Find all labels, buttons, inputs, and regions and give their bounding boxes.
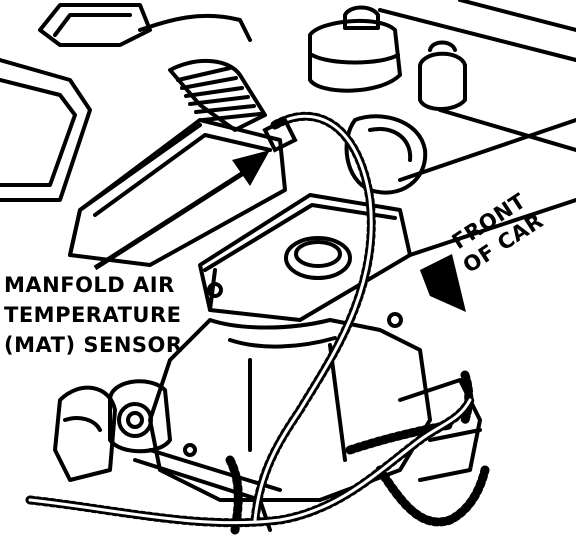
master-cylinder <box>308 18 402 93</box>
oil-filler-cap <box>284 236 352 280</box>
throttle-bore <box>117 402 153 438</box>
firewall-line-3 <box>458 0 576 32</box>
bolt-3 <box>183 443 197 457</box>
right-manifold-edge <box>428 428 482 442</box>
brake-booster <box>344 114 428 195</box>
callout-line-3: (MAT) SENSOR <box>4 333 183 357</box>
mat-sensor-connector <box>262 117 298 153</box>
left-fender-inner <box>0 78 77 187</box>
bolt-1 <box>207 282 223 298</box>
mat-pointer-arrow <box>93 150 270 271</box>
bolt-2 <box>387 312 403 328</box>
left-fender <box>0 58 92 202</box>
reservoir-right <box>418 51 467 111</box>
left-lower-detail <box>63 416 102 432</box>
oil-filler-cap-inner <box>294 240 342 268</box>
throttle-bore-inner <box>126 411 144 429</box>
upper-left-bracket-inner <box>53 13 132 37</box>
plenum-front-face <box>208 268 217 312</box>
reservoir-right-cap <box>428 40 457 52</box>
booster-ring <box>368 127 413 162</box>
engine-body <box>148 318 432 502</box>
engine-body-ridge-1 <box>228 336 337 349</box>
left-lower-block <box>53 385 117 482</box>
upper-left-bracket <box>38 3 152 47</box>
right-rail <box>398 118 576 182</box>
right-rail-2 <box>408 198 576 257</box>
mat-sensor-callout: MANFOLD AIR TEMPERATURE (MAT) SENSOR <box>4 270 183 360</box>
master-cylinder-ridge <box>310 53 400 65</box>
firewall-line-1 <box>378 8 576 62</box>
upper-left-hose <box>138 13 252 42</box>
master-cylinder-cap <box>343 5 380 30</box>
harness-bottom-right <box>375 465 490 527</box>
throttle-body <box>108 379 172 454</box>
air-cleaner-top <box>93 133 272 217</box>
harness-side <box>460 370 474 425</box>
callout-line-1: MANFOLD AIR <box>4 273 175 297</box>
firewall-line-2 <box>438 108 576 152</box>
front-of-car-arrow <box>420 254 466 312</box>
right-manifold <box>398 378 482 482</box>
air-intake-hose <box>168 58 267 132</box>
air-cleaner-edge <box>68 123 202 257</box>
callout-line-2: TEMPERATURE <box>4 303 182 327</box>
